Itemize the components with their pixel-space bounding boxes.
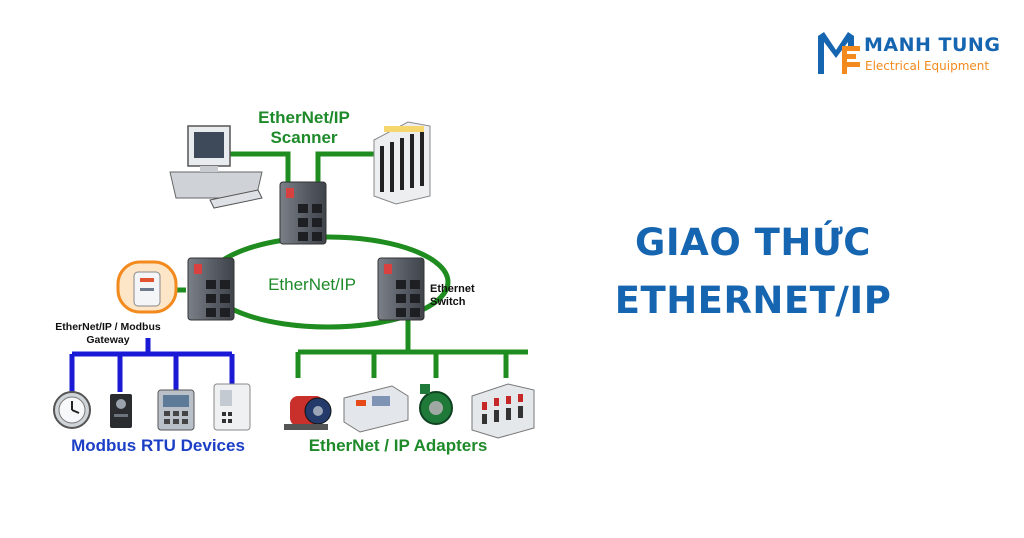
network-diagram: EtherNet/IP Scanner EtherNet/IP Ethernet…: [53, 108, 535, 455]
headline: GIAO THỨC ETHERNET/IP: [588, 214, 918, 330]
switch-label-line-2: Switch: [430, 296, 466, 308]
plc-rack-icon: [373, 121, 431, 205]
motor-icon: [284, 396, 332, 430]
headline-line-1: GIAO THỨC: [635, 221, 871, 264]
network-switch-right-icon: [377, 257, 425, 321]
scanner-label-line-2: Scanner: [270, 128, 337, 147]
brand-name: MANH TUNG: [864, 34, 1001, 56]
hmi-panel-icon: [157, 389, 195, 431]
clock-gauge-icon: [53, 391, 91, 429]
modbus-links: [69, 338, 235, 392]
sensor-icon: [110, 394, 132, 428]
brand-logo: MANH TUNG Electrical Equipment: [816, 30, 1006, 80]
brand-tagline: Electrical Equipment: [865, 59, 990, 73]
brand-logo-icon: [818, 32, 860, 74]
scanner-label-line-1: EtherNet/IP: [258, 108, 350, 127]
switch-label-line-1: Ethernet: [430, 283, 475, 295]
drive-rack-icon: [471, 383, 535, 439]
adapters-label: EtherNet / IP Adapters: [309, 436, 488, 455]
io-module-icon: [343, 385, 409, 433]
modbus-devices-label: Modbus RTU Devices: [71, 436, 245, 455]
gateway-label-line-1: EtherNet/IP / Modbus: [55, 321, 161, 333]
network-switch-icon: [279, 181, 327, 245]
network-switch-left-icon: [187, 257, 235, 321]
gateway-icon: [116, 260, 178, 314]
keypad-panel-icon: [213, 383, 251, 431]
computer-icon: [169, 125, 263, 209]
gateway-label-line-2: Gateway: [86, 334, 129, 346]
encoder-icon: [419, 384, 453, 425]
headline-line-2: ETHERNET/IP: [614, 279, 892, 322]
ring-label: EtherNet/IP: [268, 275, 356, 294]
